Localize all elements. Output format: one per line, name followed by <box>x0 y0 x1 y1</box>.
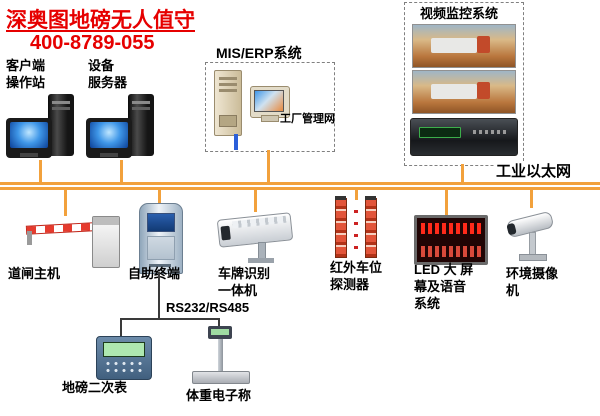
ethernet-bus-line <box>0 182 600 185</box>
connector-line <box>120 160 123 183</box>
factory-network-label: 工厂管理网 <box>280 113 335 125</box>
computer-tower <box>48 94 74 156</box>
led-display-icon <box>414 215 488 265</box>
barrier-arm <box>25 222 95 235</box>
infrared-detector-label: 红外车位 探测器 <box>330 260 383 292</box>
weighbridge-indicator-label: 地磅二次表 <box>62 380 128 395</box>
electronic-scale-label: 体重电子称 <box>186 388 252 403</box>
connector-line <box>120 318 220 320</box>
infrared-detector-icon <box>333 196 379 260</box>
network-connector-line <box>234 134 238 150</box>
connector-line <box>158 190 161 203</box>
barrier-cabinet <box>92 216 120 268</box>
connector-line <box>267 150 270 183</box>
barrier-gate-icon <box>25 214 122 268</box>
led-voice-system-label: LED 大 屏 幕及语音 系统 <box>414 262 474 311</box>
cctv-camera-icon <box>505 206 559 266</box>
connector-line <box>158 272 160 319</box>
rs232-rs485-label: RS232/RS485 <box>166 300 250 315</box>
lpr-machine-label: 车牌识别 一体机 <box>218 266 271 298</box>
server-computer-icon <box>86 94 158 160</box>
kiosk-icon <box>139 203 183 274</box>
video-system-label: 视频监控系统 <box>420 6 499 21</box>
connector-line <box>120 318 122 336</box>
mis-erp-label: MIS/ERP系统 <box>216 45 302 61</box>
self-service-terminal-label: 自助终端 <box>128 266 181 281</box>
client-computer-icon <box>6 94 78 160</box>
computer-monitor <box>6 118 52 158</box>
connector-line <box>355 190 358 200</box>
connector-line <box>254 190 257 212</box>
connector-line <box>218 318 220 326</box>
connector-line <box>39 160 42 183</box>
connector-line <box>530 190 533 208</box>
connector-line <box>64 190 67 216</box>
industrial-ethernet-label: 工业以太网 <box>494 162 574 182</box>
page-title: 深奥图地磅无人值守 <box>6 9 195 32</box>
connector-line <box>461 164 464 183</box>
dvr-recorder-icon <box>410 118 518 156</box>
connector-line <box>445 190 448 215</box>
ethernet-bus-line <box>0 187 600 190</box>
phone-number: 400-8789-055 <box>30 32 155 54</box>
kiosk-slot <box>149 264 171 267</box>
mis-erp-group-box <box>205 62 335 152</box>
truck-photo-1 <box>412 24 516 68</box>
barrier-host-label: 道闸主机 <box>8 266 61 281</box>
computer-monitor <box>86 118 132 158</box>
platform-scale-icon <box>192 326 250 386</box>
truck-photo-2 <box>412 70 516 114</box>
weighbridge-indicator-icon <box>96 336 152 380</box>
computer-tower <box>128 94 154 156</box>
mis-server-icon <box>214 70 242 136</box>
crt-monitor-icon <box>250 86 290 122</box>
environment-camera-label: 环境摄像 机 <box>506 266 559 298</box>
device-server-label: 设备 服务器 <box>88 58 128 90</box>
client-station-label: 客户端 操作站 <box>6 58 46 90</box>
